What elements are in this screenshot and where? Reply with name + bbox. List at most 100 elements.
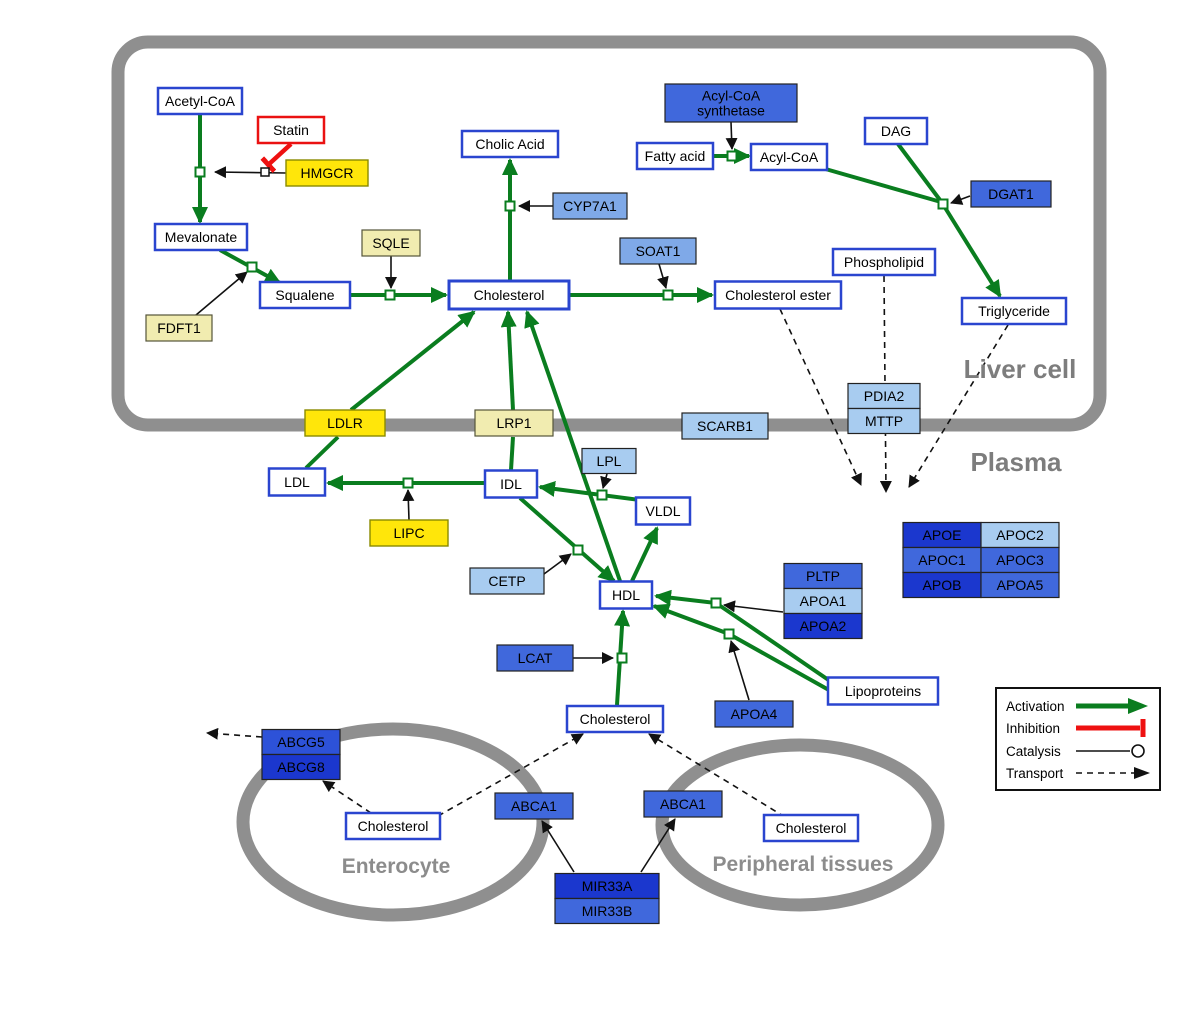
node-hmgcr[interactable]: HMGCR	[285, 159, 369, 187]
node-label-dgat1: DGAT1	[988, 186, 1034, 202]
node-acyl-coa[interactable]: Acyl-CoA	[749, 142, 829, 172]
node-box-cholesterol-peripheral	[762, 813, 860, 843]
node-box-cholesterol-ester	[713, 280, 843, 310]
node-box-lcat	[496, 644, 574, 672]
node-label-mevalonate: Mevalonate	[165, 229, 238, 245]
node-box-lrp1	[474, 409, 554, 437]
node-label-mir33b: MIR33B	[582, 903, 633, 919]
inhibition-edge-0	[260, 142, 293, 173]
node-cholic-acid[interactable]: Cholic Acid	[460, 129, 560, 159]
node-apoa1[interactable]: APOA1	[783, 587, 863, 615]
node-apoa2[interactable]: APOA2	[783, 612, 863, 640]
node-label-lipc: LIPC	[393, 525, 424, 541]
node-abca1-peripheral[interactable]: ABCA1	[643, 790, 723, 818]
node-label-hmgcr: HMGCR	[301, 165, 354, 181]
node-box-triglyceride	[960, 296, 1068, 326]
node-dgat1[interactable]: DGAT1	[970, 180, 1052, 208]
node-lcat[interactable]: LCAT	[496, 644, 574, 672]
node-vldl[interactable]: VLDL	[634, 496, 692, 526]
node-box-abcg8	[261, 753, 341, 781]
node-abcg8[interactable]: ABCG8	[261, 753, 341, 781]
reaction-node-1	[246, 261, 258, 273]
node-label-statin: Statin	[273, 122, 309, 138]
node-apoc2[interactable]: APOC2	[980, 521, 1060, 549]
node-pltp[interactable]: PLTP	[783, 562, 863, 590]
node-box-cholesterol-liver	[447, 279, 571, 311]
transport-edge-6	[648, 733, 786, 818]
plasma-label: Plasma	[970, 447, 1062, 477]
catalysis-circle-icon	[1131, 744, 1145, 758]
node-cholesterol-liver[interactable]: Cholesterol	[447, 279, 571, 311]
node-label-scarb1: SCARB1	[697, 418, 753, 434]
activation-edge-7	[896, 142, 942, 202]
node-label-ldl: LDL	[284, 474, 310, 490]
node-cyp7a1[interactable]: CYP7A1	[552, 192, 628, 220]
node-lrp1[interactable]: LRP1	[474, 409, 554, 437]
node-triglyceride[interactable]: Triglyceride	[960, 296, 1068, 326]
node-apoa4[interactable]: APOA4	[714, 700, 794, 728]
node-label-sqle: SQLE	[372, 235, 409, 251]
node-label-lcat: LCAT	[518, 650, 553, 666]
node-box-lpl	[581, 447, 637, 475]
node-lipc[interactable]: LIPC	[369, 519, 449, 547]
node-label-fatty-acid: Fatty acid	[645, 148, 706, 164]
enterocyte-label: Enterocyte	[342, 855, 451, 878]
node-soat1[interactable]: SOAT1	[619, 237, 697, 265]
catalysis-edge-5	[725, 121, 738, 150]
node-cetp[interactable]: CETP	[469, 567, 545, 595]
node-pdia2[interactable]: PDIA2	[847, 382, 921, 410]
node-mevalonate[interactable]: Mevalonate	[153, 222, 249, 252]
node-apoa5[interactable]: APOA5	[980, 571, 1060, 599]
node-label-apoc1: APOC1	[918, 552, 966, 568]
node-box-dgat1	[970, 180, 1052, 208]
node-hdl[interactable]: HDL	[598, 580, 654, 610]
node-abca1-enterocyte[interactable]: ABCA1	[494, 792, 574, 820]
node-apob[interactable]: APOB	[902, 571, 982, 599]
node-cholesterol-plasma[interactable]: Cholesterol	[565, 704, 665, 734]
node-label-idl: IDL	[500, 476, 522, 492]
activation-edge-9	[304, 435, 340, 470]
node-mir33b[interactable]: MIR33B	[554, 897, 660, 925]
node-box-abca1-peripheral	[643, 790, 723, 818]
node-fdft1[interactable]: FDFT1	[145, 314, 213, 342]
node-box-abca1-enterocyte	[494, 792, 574, 820]
reaction-node-11	[710, 597, 722, 609]
node-phospholipid[interactable]: Phospholipid	[831, 247, 937, 277]
node-fatty-acid[interactable]: Fatty acid	[635, 141, 715, 171]
node-ldl[interactable]: LDL	[267, 467, 327, 497]
node-abcg5[interactable]: ABCG5	[261, 728, 341, 756]
node-apoc3[interactable]: APOC3	[980, 546, 1060, 574]
node-acetyl-coa[interactable]: Acetyl-CoA	[156, 86, 244, 116]
node-box-ldlr	[304, 409, 386, 437]
node-ldlr[interactable]: LDLR	[304, 409, 386, 437]
reaction-node-4	[662, 289, 674, 301]
activation-arrowhead-icon	[1128, 698, 1148, 714]
node-statin[interactable]: Statin	[256, 115, 326, 145]
node-sqle[interactable]: SQLE	[361, 229, 421, 257]
node-scarb1[interactable]: SCARB1	[681, 412, 769, 440]
node-box-ldl	[267, 467, 327, 497]
node-box-acyl-coa	[749, 142, 829, 172]
node-cholesterol-peripheral[interactable]: Cholesterol	[762, 813, 860, 843]
node-lpl[interactable]: LPL	[581, 447, 637, 475]
activation-edge-12	[500, 310, 517, 411]
node-box-apob	[902, 571, 982, 599]
liver-cell-label: Liver cell	[964, 354, 1077, 384]
node-label-pdia2: PDIA2	[864, 388, 905, 404]
node-idl[interactable]: IDL	[483, 469, 539, 499]
reaction-node-10	[616, 652, 628, 664]
node-apoc1[interactable]: APOC1	[902, 546, 982, 574]
node-label-apoa1: APOA1	[800, 593, 847, 609]
activation-edge-13	[524, 310, 622, 582]
node-squalene[interactable]: Squalene	[258, 280, 352, 310]
node-mir33a[interactable]: MIR33A	[554, 872, 660, 900]
node-cholesterol-ester[interactable]: Cholesterol ester	[713, 280, 843, 310]
node-mttp[interactable]: MTTP	[847, 407, 921, 435]
node-cholesterol-enterocyte[interactable]: Cholesterol	[344, 811, 442, 841]
reaction-node-5	[726, 150, 738, 162]
node-lipoproteins[interactable]: Lipoproteins	[826, 676, 940, 706]
node-dag[interactable]: DAG	[863, 116, 929, 146]
activation-edge-10	[349, 310, 476, 412]
node-apoe[interactable]: APOE	[902, 521, 982, 549]
